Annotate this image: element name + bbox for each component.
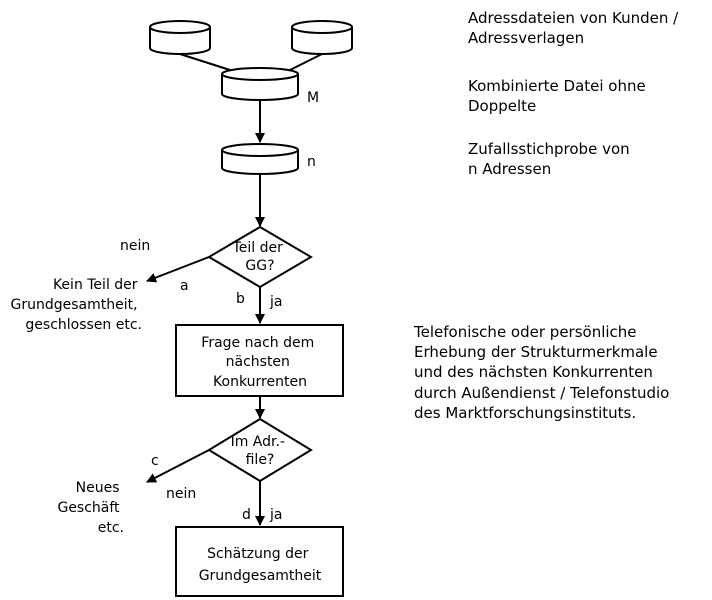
label-n: n (307, 154, 316, 170)
note-kombinierte-datei: Kombinierte Datei ohne Doppelte (468, 77, 651, 115)
database-icon-merged (221, 67, 299, 101)
label-nein-1: nein (120, 238, 150, 254)
note-adressdateien: Adressdateien von Kunden / Adressverlage… (468, 9, 683, 47)
label-a: a (180, 278, 189, 294)
database-icon-customers (149, 20, 211, 55)
process2-text: Schätzung der Grundgesamtheit (199, 546, 322, 584)
label-nein-2: nein (166, 486, 196, 502)
flow-arrow (146, 449, 210, 483)
label-ja-1: ja (269, 294, 282, 310)
note-zufallsstichprobe: Zufallsstichprobe von n Adressen (468, 140, 634, 178)
decision-diamond-teil-der-gg (207, 225, 313, 289)
decision-diamond-im-adr-file (207, 417, 313, 483)
label-b: b (236, 291, 245, 307)
connector-line (289, 53, 323, 71)
flow-arrow (146, 256, 210, 283)
note-telefonische-erhebung: Telefonische oder persönliche Erhebung d… (413, 323, 674, 422)
process1-text: Frage nach dem nächsten Konkurrenten (201, 335, 318, 390)
neues-geschaeft-text: Neues Geschäft etc. (57, 480, 124, 536)
label-m: M (307, 90, 319, 106)
decision2-text: Im Adr.- file? (231, 434, 290, 468)
kein-teil-text: Kein Teil der Grundgesamtheit, geschloss… (10, 277, 142, 333)
database-icon-sample (221, 143, 299, 175)
label-d: d (242, 507, 251, 523)
process-box-frage (175, 324, 344, 397)
database-icon-publishers (291, 20, 353, 55)
label-c: c (151, 453, 159, 469)
decision1-text: Teil der GG? (232, 240, 288, 274)
label-ja-2: ja (269, 507, 282, 523)
process-box-schaetzung (175, 526, 344, 597)
connector-line (179, 53, 231, 71)
